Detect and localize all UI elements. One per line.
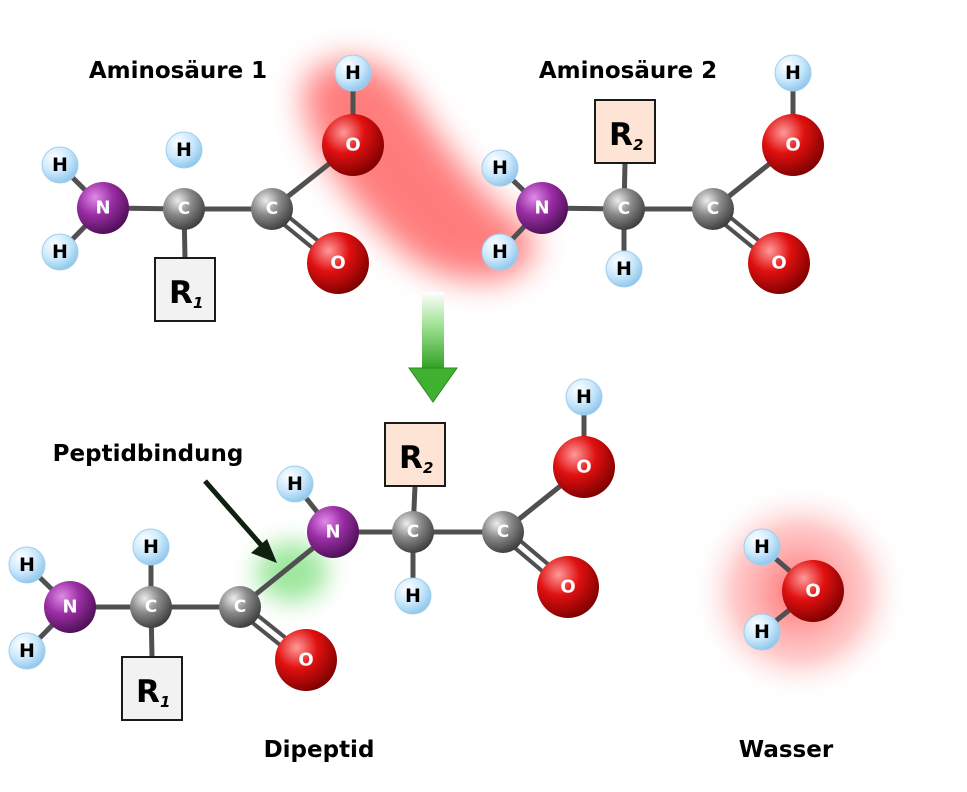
atom-carbon-a2-C: C [692,188,734,230]
atom-symbol: H [19,554,35,576]
removed-water-glow [303,60,535,281]
atom-symbol: H [754,621,770,643]
atom-hydrogen-d-HN: H [276,465,314,503]
atom-symbol: H [52,154,68,176]
atom-symbol: H [345,62,361,84]
peptide-bond-label: Peptidbindung [53,441,244,467]
atom-symbol: H [785,62,801,84]
residue-letter: R [136,674,160,710]
atom-symbol: N [325,522,340,543]
atom-carbon-a1-C: C [251,188,293,230]
atom-hydrogen-a1-H2: H [41,233,79,271]
water-label: Wasser [739,737,834,763]
atom-nitrogen-d-N1: N [44,581,96,633]
atom-carbon-d-C2: C [482,511,524,553]
atom-symbol: H [19,640,35,662]
atom-symbol: O [805,581,820,602]
atom-symbol: C [407,522,419,542]
atom-hydrogen-w-H1: H [743,528,781,566]
atom-symbol: H [492,157,508,179]
residue-index: 1 [193,294,203,312]
atom-symbol: O [330,253,345,274]
reaction-arrow [408,292,458,403]
atom-hydrogen-a2-H2: H [481,233,519,271]
atom-symbol: H [176,139,192,161]
atom-symbol: H [616,258,632,280]
atom-symbol: O [576,457,591,478]
atom-symbol: H [576,386,592,408]
atom-symbol: O [298,650,313,671]
atom-hydrogen-d-Ha1: H [132,528,170,566]
atom-nitrogen-a1-N: N [77,182,129,234]
atom-symbol: O [345,135,360,156]
atom-symbol: O [560,577,575,598]
atom-symbol: C [497,522,509,542]
atom-hydrogen-d-H2: H [8,632,46,670]
atom-oxygen-d-O3: O [537,556,599,618]
aminoacid1-label: Aminosäure 1 [89,58,267,84]
atom-hydrogen-a2-Ha: H [605,250,643,288]
atom-carbon-d-Ca1: C [130,586,172,628]
atom-symbol: C [707,199,719,219]
atom-nitrogen-a2-N: N [516,182,568,234]
atom-symbol: H [287,473,303,495]
atom-nitrogen-d-N2: N [307,506,359,558]
atom-symbol: C [178,199,190,219]
atom-oxygen-a2-O1: O [762,114,824,176]
atom-carbon-d-Ca2: C [392,511,434,553]
atom-symbol: N [95,198,110,219]
peptide-bond-pointer [203,479,277,563]
atom-hydrogen-w-H2: H [743,613,781,651]
residue-index: 1 [160,693,170,711]
atom-oxygen-d-O2: O [553,436,615,498]
atom-symbol: C [266,199,278,219]
atom-carbon-a1-Ca: C [163,188,205,230]
atom-hydrogen-d-H3: H [565,378,603,416]
residue-letter: R [399,440,423,476]
atom-symbol: N [534,198,549,219]
atom-symbol: H [143,536,159,558]
atom-hydrogen-a2-H3: H [774,54,812,92]
residue-index: 2 [423,459,433,477]
residue-letter: R [609,117,633,153]
atom-carbon-d-C1: C [219,586,261,628]
atom-oxygen-w-O: O [782,560,844,622]
atom-hydrogen-a1-H3: H [334,54,372,92]
dipeptide-label: Dipeptid [264,737,375,763]
atom-oxygen-a2-O2: O [748,232,810,294]
atoms: H H N C H C O H O H H N C H C O H O H H N C H C O N H C H C O H O O H H [8,54,844,691]
atom-oxygen-a1-O1: O [322,114,384,176]
atom-hydrogen-d-H1: H [8,546,46,584]
atom-oxygen-a1-O2: O [307,232,369,294]
aminoacid2-label: Aminosäure 2 [539,58,717,84]
atom-symbol: H [492,241,508,263]
atom-symbol: O [771,253,786,274]
residue-index: 2 [633,136,643,154]
atom-oxygen-d-O1: O [275,629,337,691]
atom-symbol: C [145,597,157,617]
atom-hydrogen-a1-H1: H [41,146,79,184]
residue-letter: R [169,275,193,311]
atom-hydrogen-a1-Ha: H [165,131,203,169]
atom-symbol: N [62,597,77,618]
atom-symbol: H [754,536,770,558]
atom-symbol: C [234,597,246,617]
atom-carbon-a2-Ca: C [603,188,645,230]
atom-symbol: H [52,241,68,263]
atom-symbol: C [618,199,630,219]
atom-hydrogen-d-Ha2: H [394,577,432,615]
atom-symbol: H [405,585,421,607]
atom-symbol: O [785,135,800,156]
atom-hydrogen-a2-H1: H [481,149,519,187]
